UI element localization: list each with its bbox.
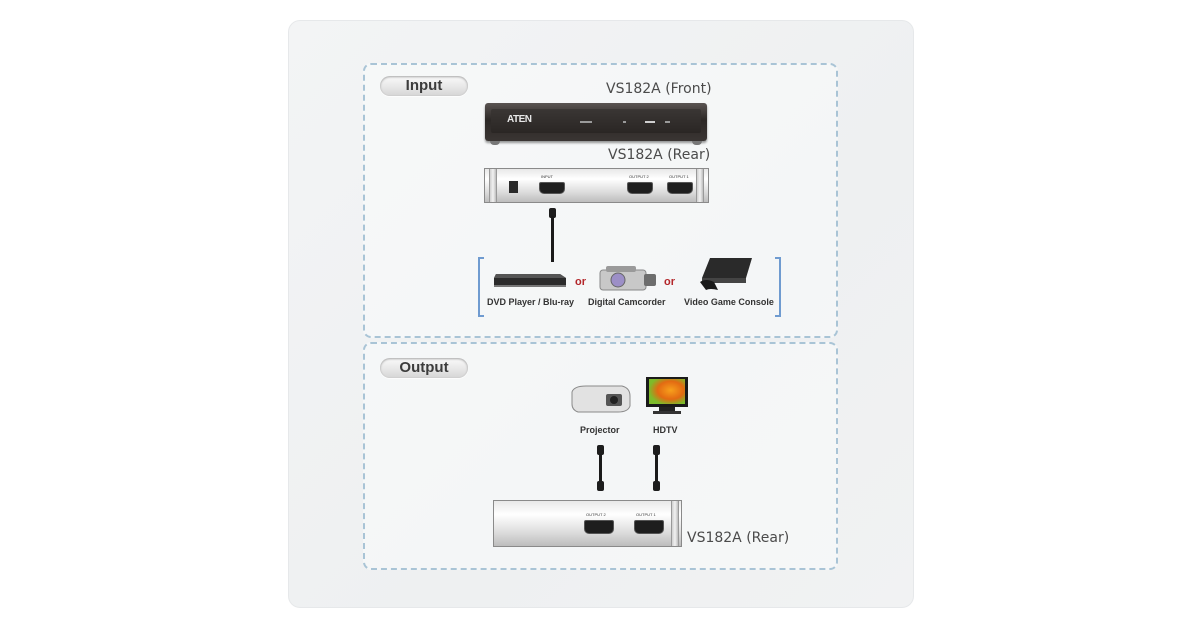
hdmi-plug-icon [549,208,556,218]
hdmi-output2-port [627,182,653,194]
projector-icon [571,385,631,413]
or-separator-2: or [664,276,675,288]
hdtv-icon [646,377,688,414]
power-jack-icon [509,181,518,193]
display-label-hdtv: HDTV [653,425,678,435]
input-label: Input [380,76,468,96]
source-label-dvd: DVD Player / Blu-ray [487,297,575,307]
source-label-camcorder: Digital Camcorder [588,297,666,307]
vs182a-front-device: ATEN [485,103,707,141]
vs182a-rear-device-bottom: OUTPUT 2 OUTPUT 1 [493,500,682,547]
hdmi-cable [551,216,554,262]
display-label-projector: Projector [580,425,620,435]
hdmi-input-port [539,182,565,194]
hdmi-cable-hdtv [655,454,658,484]
output-label: Output [380,358,468,378]
bracket-right [775,257,781,317]
hdmi-plug-icon [597,481,604,491]
hdmi-output2-port [584,520,614,534]
source-label-console: Video Game Console [684,297,774,307]
hdmi-plug-icon [597,445,604,455]
rear-caption-bottom: VS182A (Rear) [687,530,790,546]
port-label-output1: OUTPUT 1 [636,512,656,517]
bracket-left [478,257,484,317]
hdmi-cable-projector [599,454,602,484]
game-console-icon [700,258,752,290]
hdmi-output1-port [667,182,693,194]
vs182a-rear-device-top: INPUT OUTPUT 2 OUTPUT 1 [484,168,709,203]
port-label-input: INPUT [541,174,553,179]
or-separator-1: or [575,276,586,288]
aten-logo: ATEN [507,114,532,125]
dvd-player-icon [494,274,566,287]
port-label-output2: OUTPUT 2 [586,512,606,517]
hdmi-output1-port [634,520,664,534]
hdmi-plug-icon [653,445,660,455]
rear-caption-top: VS182A (Rear) [608,147,711,163]
port-label-output2: OUTPUT 2 [629,174,649,179]
front-caption: VS182A (Front) [606,81,712,97]
hdmi-plug-icon [653,481,660,491]
port-label-output1: OUTPUT 1 [669,174,689,179]
camcorder-icon [599,266,656,291]
